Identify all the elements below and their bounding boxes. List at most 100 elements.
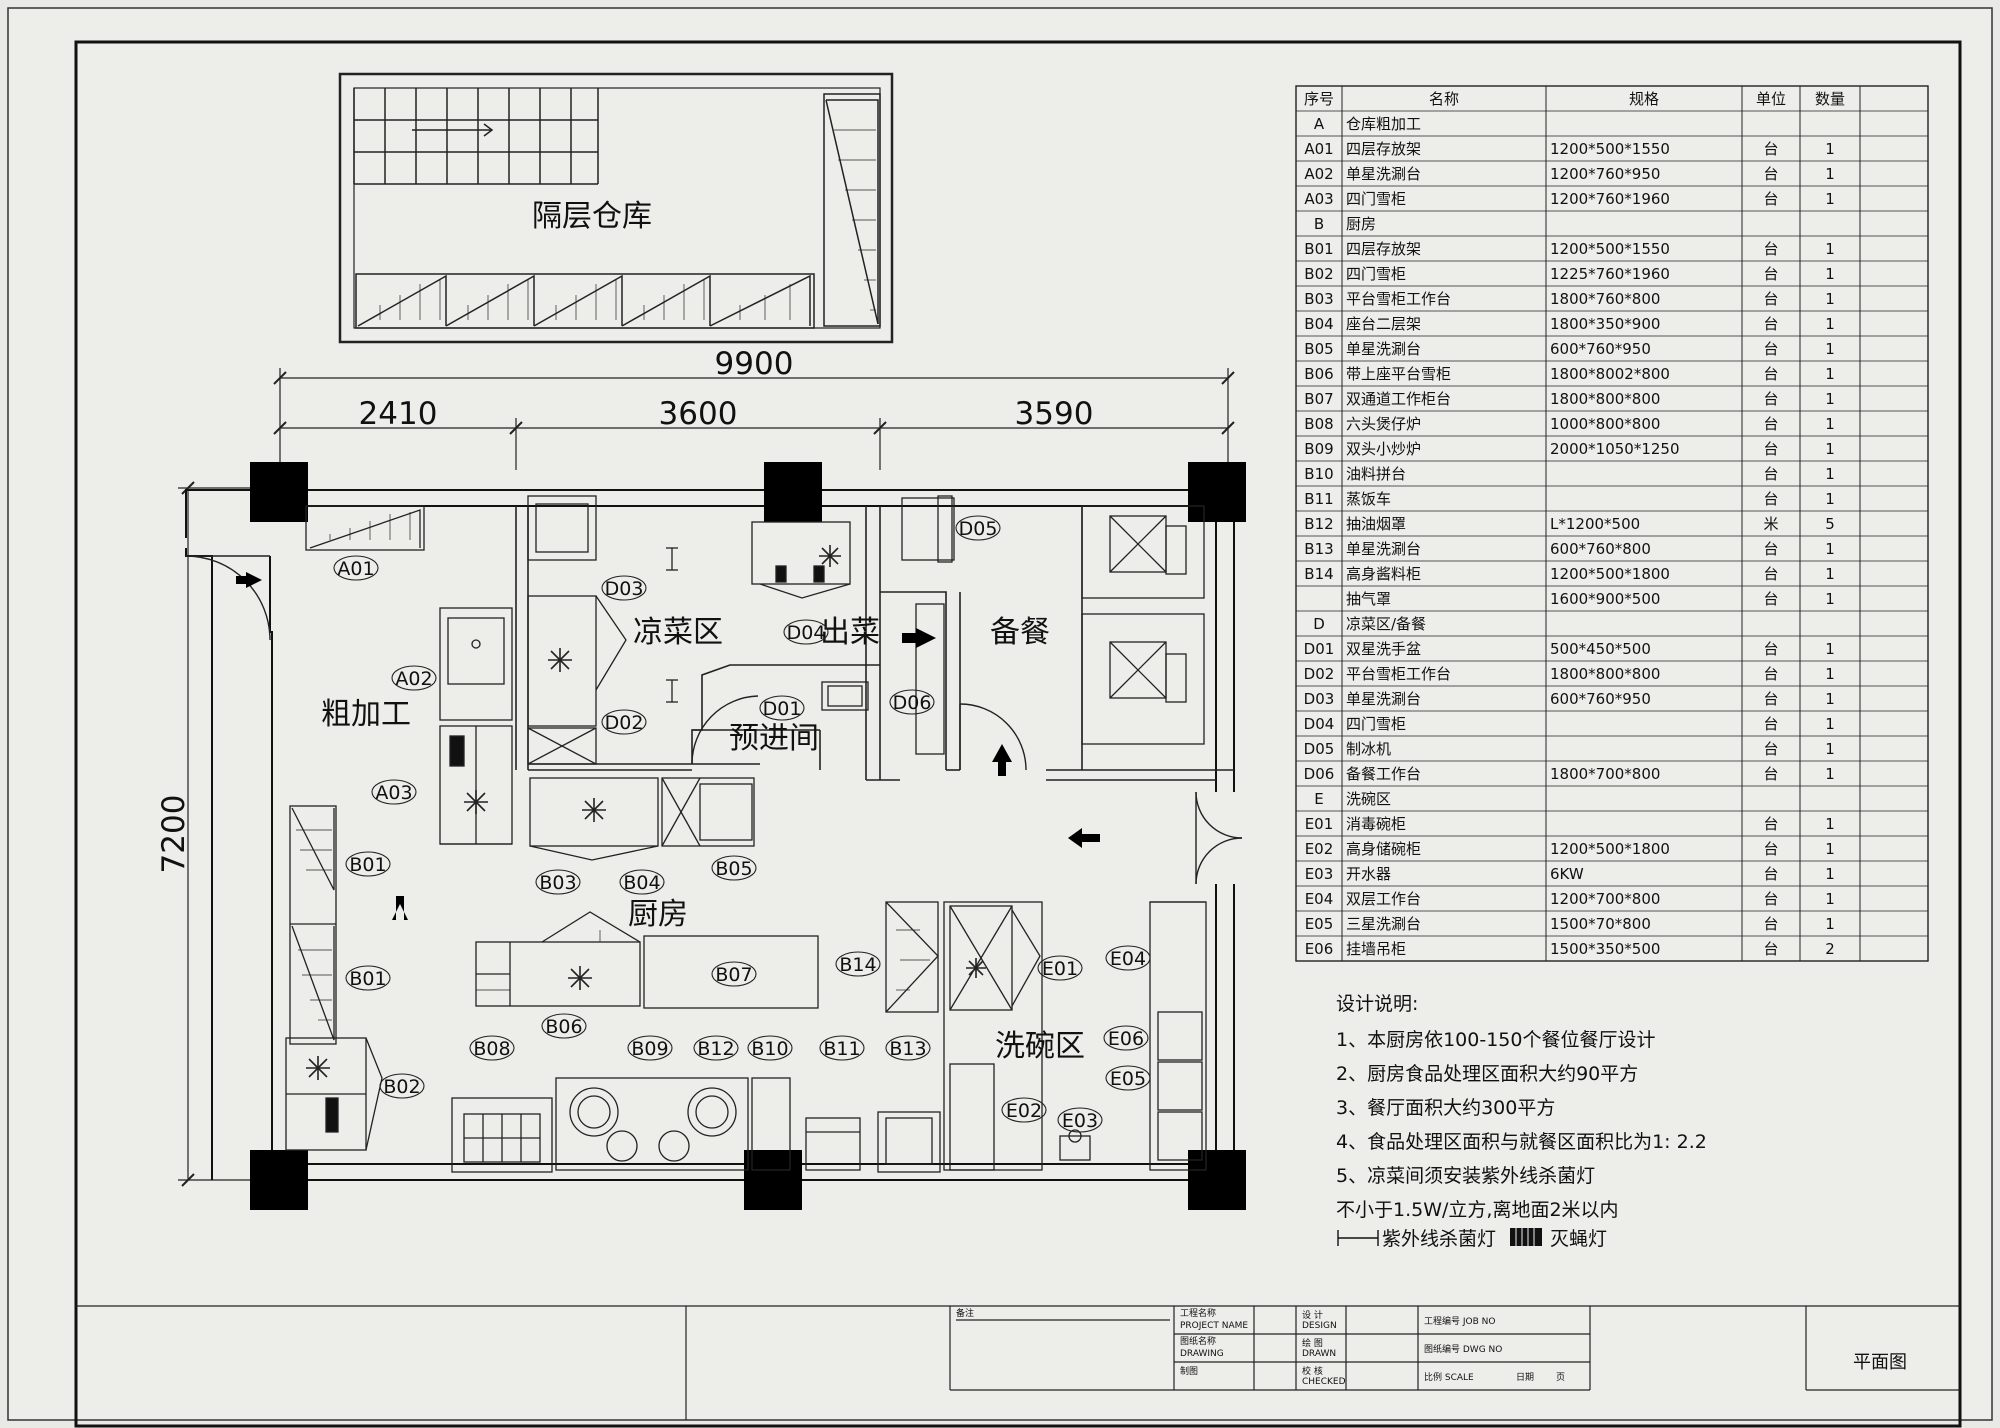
- table-cell-code: D: [1313, 615, 1325, 633]
- table-cell-unit: 台: [1763, 415, 1778, 433]
- table-cell-name: 四门雪柜: [1346, 715, 1406, 733]
- table-header-cell: 单位: [1756, 90, 1786, 108]
- tb-dwg-no: 图纸编号 DWG NO: [1424, 1343, 1502, 1355]
- table-cell-code: B10: [1304, 465, 1333, 483]
- table-cell-spec: 1200*500*1550: [1550, 140, 1670, 158]
- table-cell-name: 蒸饭车: [1346, 490, 1391, 508]
- table-cell-unit: 台: [1763, 840, 1778, 858]
- table-cell-qty: 1: [1825, 590, 1835, 608]
- table-cell-code: A03: [1304, 190, 1333, 208]
- tag-b08: B08: [473, 1038, 510, 1060]
- table-cell-qty: 1: [1825, 890, 1835, 908]
- table-cell-unit: 台: [1763, 340, 1778, 358]
- tag-b11: B11: [823, 1038, 860, 1060]
- dimension-seg3: 3590: [1015, 396, 1094, 432]
- table-cell-spec: 600*760*950: [1550, 340, 1651, 358]
- equipment-kitchen: [451, 901, 1207, 1173]
- tag-b14: B14: [839, 954, 876, 976]
- tb-project-name-en: PROJECT NAME: [1180, 1321, 1248, 1331]
- note-item-6: 不小于1.5W/立方,离地面2米以内: [1336, 1199, 1619, 1221]
- table-cell-unit: 台: [1763, 240, 1778, 258]
- table-cell-name: 六头煲仔炉: [1346, 415, 1421, 433]
- table-cell-qty: 1: [1825, 440, 1835, 458]
- room-label-cold-dish: 凉菜区: [633, 615, 723, 650]
- tb-check-en: CHECKED: [1302, 1377, 1346, 1387]
- table-cell-qty: 1: [1825, 765, 1835, 783]
- table-cell-name: 油料拼台: [1346, 465, 1406, 483]
- table-cell-code: D01: [1304, 640, 1335, 658]
- table-cell-qty: 1: [1825, 290, 1835, 308]
- note-item-1: 1、本厨房依100-150个餐位餐厅设计: [1336, 1029, 1655, 1051]
- table-cell-spec: 1800*760*800: [1550, 290, 1660, 308]
- title-block: [76, 1305, 1960, 1420]
- table-cell-name: 高身储碗柜: [1346, 840, 1421, 858]
- table-cell-code: B02: [1304, 265, 1333, 283]
- tag-d02: D02: [605, 712, 644, 734]
- table-cell-spec: 500*450*500: [1550, 640, 1651, 658]
- tb-check: 校 核: [1302, 1365, 1323, 1377]
- table-cell-code: E02: [1305, 840, 1334, 858]
- room-label-rough-processing: 粗加工: [321, 697, 411, 732]
- table-cell-qty: 2: [1825, 940, 1835, 958]
- table-cell-code: B: [1314, 215, 1324, 233]
- table-cell-spec: 1200*700*800: [1550, 890, 1660, 908]
- table-cell-qty: 1: [1825, 565, 1835, 583]
- table-cell-code: B13: [1304, 540, 1333, 558]
- table-cell-name: 备餐工作台: [1346, 765, 1421, 783]
- table-cell-qty: 1: [1825, 540, 1835, 558]
- table-cell-unit: 台: [1763, 640, 1778, 658]
- mezzanine-storage: [338, 72, 894, 344]
- table-cell-spec: 1800*800*800: [1550, 665, 1660, 683]
- table-cell-unit: 台: [1763, 365, 1778, 383]
- table-cell-code: D06: [1304, 765, 1335, 783]
- table-cell-spec: 1200*500*1800: [1550, 840, 1670, 858]
- tb-remarks: 备注: [956, 1307, 974, 1319]
- rough-area-hatching: [296, 512, 411, 1021]
- table-cell-unit: 台: [1763, 740, 1778, 758]
- table-cell-code: B12: [1304, 515, 1333, 533]
- tag-b04: B04: [623, 872, 660, 894]
- tag-a03: A03: [375, 782, 412, 804]
- table-cell-spec: 1200*500*1800: [1550, 565, 1670, 583]
- note-item-2: 2、厨房食品处理区面积大约90平方: [1336, 1063, 1638, 1085]
- table-cell-code: D05: [1304, 740, 1335, 758]
- dimension-height: 7200: [156, 795, 192, 874]
- equipment-tags: [333, 515, 1151, 1133]
- notes-title: 设计说明:: [1336, 993, 1418, 1015]
- dimension-lines: [178, 368, 1235, 1187]
- tb-sheet-name: 平面图: [1853, 1352, 1907, 1373]
- fan-symbols: [306, 545, 986, 1080]
- table-cell-unit: 台: [1763, 940, 1778, 958]
- table-cell-code: B09: [1304, 440, 1333, 458]
- structural-columns: [250, 462, 1246, 1210]
- tag-d01: D01: [763, 698, 802, 720]
- table-cell-code: A01: [1304, 140, 1333, 158]
- tag-b01-upper: B01: [349, 854, 386, 876]
- table-cell-spec: 1800*350*900: [1550, 315, 1660, 333]
- table-cell-qty: 1: [1825, 740, 1835, 758]
- room-label-pre-entry: 预进间: [729, 721, 819, 756]
- table-cell-code: E06: [1305, 940, 1334, 958]
- table-cell-qty: 1: [1825, 465, 1835, 483]
- table-cell-name: 挂墙吊柜: [1346, 940, 1406, 958]
- tag-d03: D03: [605, 578, 644, 600]
- table-cell-name: 洗碗区: [1346, 790, 1391, 808]
- table-cell-code: E01: [1305, 815, 1334, 833]
- table-cell-unit: 台: [1763, 815, 1778, 833]
- table-cell-name: 单星洗涮台: [1346, 340, 1421, 358]
- table-cell-spec: 600*760*950: [1550, 690, 1651, 708]
- dimension-seg1: 2410: [359, 396, 438, 432]
- table-cell-name: 抽油烟罩: [1346, 515, 1406, 533]
- tag-d05: D05: [959, 518, 998, 540]
- flow-arrows: [236, 572, 1100, 920]
- table-cell-name: 三星洗涮台: [1346, 915, 1421, 933]
- note-item-4: 4、食品处理区面积与就餐区面积比为1: 2.2: [1336, 1131, 1707, 1153]
- table-cell-code: E05: [1305, 915, 1334, 933]
- tag-e06: E06: [1108, 1028, 1144, 1050]
- tb-drawing-name: 图纸名称: [1180, 1335, 1216, 1347]
- table-cell-spec: L*1200*500: [1550, 515, 1640, 533]
- table-cell-code: E: [1314, 790, 1323, 808]
- tb-drafter: 制图: [1180, 1365, 1198, 1377]
- drawing-frame: [74, 40, 1962, 1428]
- tb-job-no: 工程编号 JOB NO: [1424, 1315, 1495, 1327]
